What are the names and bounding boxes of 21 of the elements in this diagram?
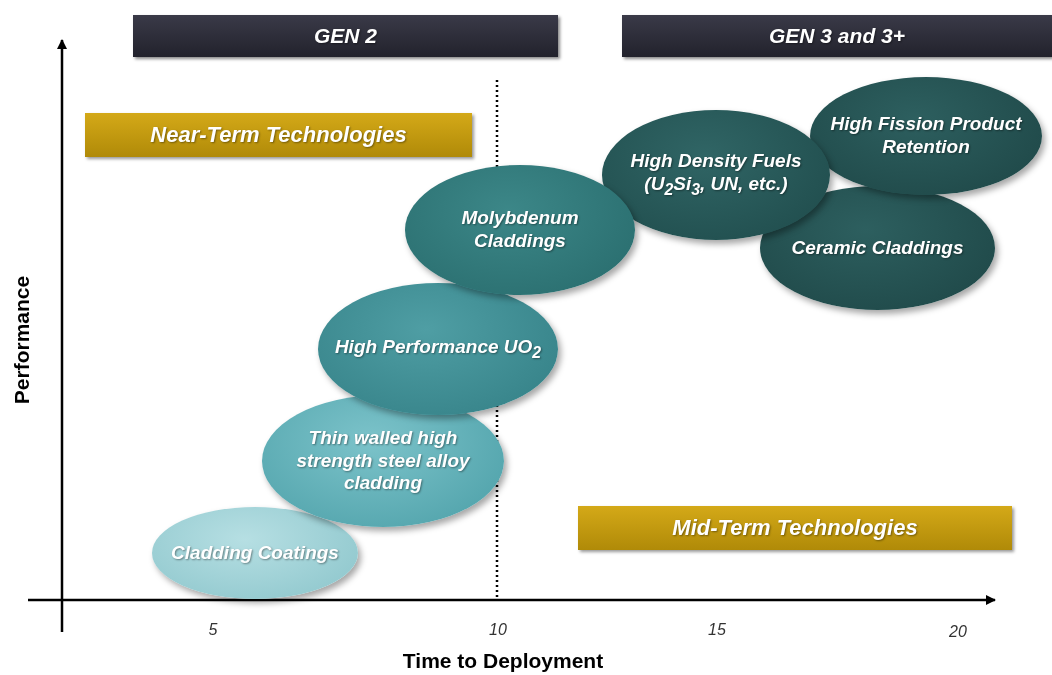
tick-label: 10: [489, 621, 507, 639]
axis-title: Performance: [10, 275, 34, 405]
axis-title: Time to Deployment: [402, 649, 604, 673]
generation-banner: [622, 15, 1052, 57]
node-text: Cladding Coatings: [171, 541, 339, 565]
node-text: High Fission Product Retention: [829, 113, 1023, 159]
node-text: GEN 2: [314, 24, 377, 48]
tick-label: 5: [208, 621, 218, 639]
generation-banner: [133, 15, 558, 57]
node-text: Mid-Term Technologies: [672, 515, 918, 541]
tick-label: 20: [949, 623, 967, 641]
term-banner: [578, 506, 1012, 550]
node-text: High Density Fuels (U$_{2}$Si$_{3}$, UN, etc.): [629, 150, 803, 200]
node-text: Thin walled high strength steel alloy cladding: [295, 426, 471, 496]
term-banner: [85, 113, 472, 157]
node-text: High Performance UO$_{2}$: [334, 335, 542, 363]
node-text: GEN 3 and 3+: [769, 24, 905, 48]
node-text: Ceramic Claddings: [791, 236, 964, 260]
tick-label: 15: [708, 621, 726, 639]
node-text: Near-Term Technologies: [150, 122, 407, 148]
node-text: Molybdenum Claddings: [460, 207, 580, 253]
